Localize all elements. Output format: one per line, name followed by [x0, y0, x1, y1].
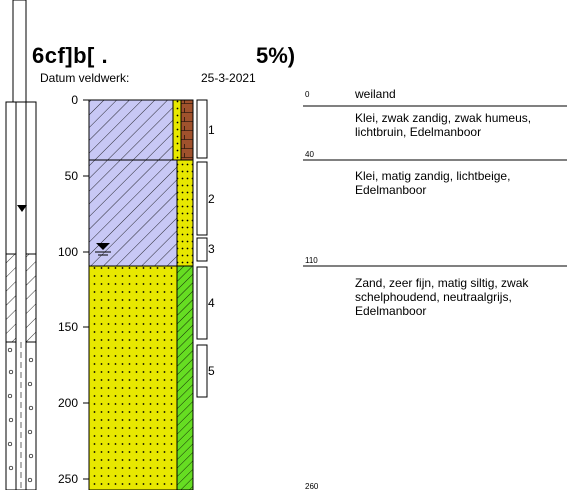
- fieldwork-date-value: 25-3-2021: [201, 71, 256, 85]
- well-water-level-icon: [17, 205, 27, 212]
- depth-tick-label: 200: [57, 396, 78, 410]
- borehole-title: 6cf]b[ .: [32, 43, 109, 68]
- depth-tick-label: 0: [71, 93, 78, 107]
- layer-description: Zand, zeer fijn, matig siltig, zwak sche…: [355, 276, 529, 318]
- depth-axis: [83, 99, 90, 490]
- sample-number: 1: [208, 123, 215, 137]
- sample-boxes: [196, 99, 208, 398]
- well-schematic: [5, 0, 37, 490]
- sample-number: 5: [208, 364, 215, 378]
- groundwater-level-icon: [95, 243, 111, 256]
- sample-number: 2: [208, 192, 215, 206]
- layer-top-depth: 110: [305, 256, 318, 265]
- sample-number: 4: [208, 296, 215, 310]
- layer-top-depth: 40: [305, 150, 314, 159]
- depth-tick-label: 100: [57, 245, 78, 259]
- layer-top-depth: 0: [305, 90, 310, 99]
- soil-column: [88, 99, 194, 490]
- layer-description: Klei, zwak zandig, zwak humeus, lichtbru…: [355, 111, 532, 139]
- layer-description: weiland: [355, 87, 396, 101]
- depth-tick-label: 250: [57, 472, 78, 486]
- layer-separators: [303, 105, 567, 267]
- fieldwork-date-label: Datum veldwerk:: [40, 71, 130, 85]
- layer-top-depth: 260: [305, 482, 319, 491]
- sample-number: 3: [208, 242, 215, 256]
- depth-tick-label: 50: [64, 169, 78, 183]
- layer-description: Klei, matig zandig, lichtbeige, Edelmanb…: [355, 169, 511, 197]
- depth-tick-label: 150: [57, 320, 78, 334]
- borehole-code: 5%): [256, 43, 296, 68]
